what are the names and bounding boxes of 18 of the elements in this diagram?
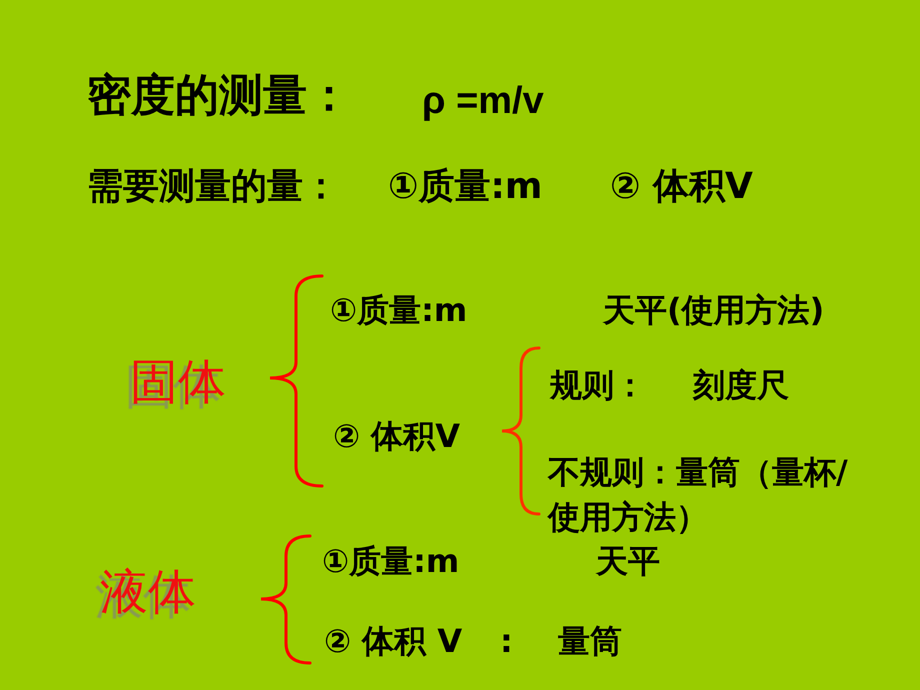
irregular-shape-note: 不规则：量筒（量杯/使用方法） — [548, 452, 849, 538]
volume-item: ② 体积V — [333, 418, 460, 455]
volume-item: ② 体积V — [610, 166, 753, 208]
ruler-tool-text: 刻度尺 — [693, 367, 789, 404]
balance-tool-text: 天平 — [596, 543, 660, 580]
mass-item: ①质量:m — [330, 292, 468, 329]
page-title: 密度的测量： — [87, 71, 351, 122]
balance-tool-text: 天平(使用方法) — [603, 292, 824, 329]
density-formula: ρ =m/v — [422, 80, 544, 124]
solid-heading: 固体 — [130, 355, 226, 410]
regular-shape-label: 规则： — [550, 367, 646, 404]
colon-separator: : — [500, 623, 513, 660]
liquid-heading: 液体 — [100, 565, 196, 620]
cylinder-tool-text: 量筒 — [558, 623, 622, 660]
quantities-heading: 需要测量的量： — [87, 166, 339, 208]
volume-item: ② 体积 V — [324, 623, 462, 660]
mass-item: ①质量:m — [322, 543, 460, 580]
mass-item: ①质量:m — [388, 166, 542, 208]
